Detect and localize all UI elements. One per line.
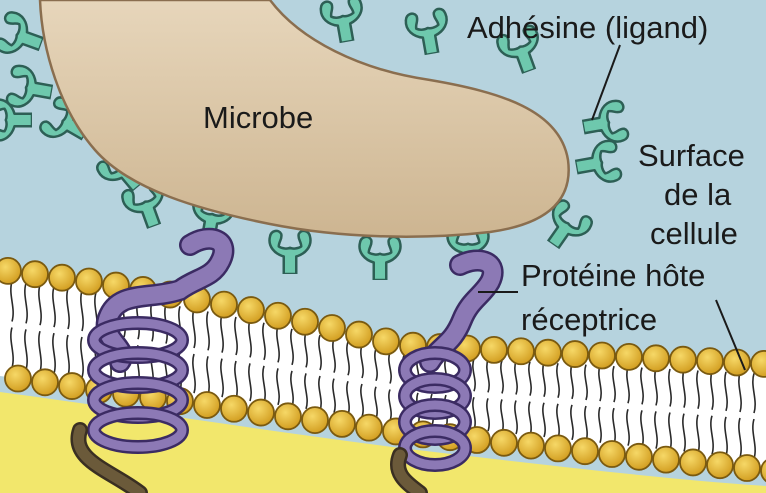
receptor-label-line1: Protéine hôte <box>521 258 705 293</box>
phospholipid-head <box>211 292 237 318</box>
phospholipid-head <box>572 438 598 464</box>
phospholipid-head <box>562 341 588 367</box>
phospholipid-head <box>670 347 696 373</box>
phospholipid-head <box>5 366 31 392</box>
phospholipid-head <box>302 407 328 433</box>
phospholipid-head <box>508 338 534 364</box>
phospholipid-head <box>0 258 21 284</box>
phospholipid-head <box>697 348 723 374</box>
phospholipid-head <box>194 392 220 418</box>
cell-surface-label-line2: de la <box>664 177 732 212</box>
phospholipid-head <box>238 297 264 323</box>
phospholipid-head <box>599 441 625 467</box>
phospholipid-head <box>49 265 75 291</box>
phospholipid-head <box>643 345 669 371</box>
adhesin-label: Adhésine (ligand) <box>467 10 708 45</box>
phospholipid-head <box>32 369 58 395</box>
phospholipid-head <box>248 400 274 426</box>
phospholipid-head <box>626 444 652 470</box>
phospholipid-head <box>221 396 247 422</box>
phospholipid-head <box>680 449 706 475</box>
phospholipid-head <box>545 435 571 461</box>
phospholipid-head <box>275 403 301 429</box>
phospholipid-head <box>356 415 382 441</box>
receptor-label-line2: réceptrice <box>521 302 657 337</box>
phospholipid-head <box>491 430 517 456</box>
phospholipid-head <box>589 342 615 368</box>
phospholipid-head <box>535 340 561 366</box>
phospholipid-head <box>346 322 372 348</box>
phospholipid-head <box>481 337 507 363</box>
phospholipid-head <box>329 411 355 437</box>
phospholipid-head <box>518 433 544 459</box>
phospholipid-head <box>616 344 642 370</box>
phospholipid-head <box>734 455 760 481</box>
phospholipid-head <box>265 303 291 329</box>
phospholipid-head <box>653 447 679 473</box>
phospholipid-head <box>724 349 750 375</box>
cell-surface-label-line3: cellule <box>650 216 738 251</box>
phospholipid-head <box>707 452 733 478</box>
phospholipid-head <box>319 315 345 341</box>
phospholipid-head <box>22 261 48 287</box>
cell-surface-label-line1: Surface <box>638 138 745 173</box>
phospholipid-head <box>76 268 102 294</box>
phospholipid-head <box>292 309 318 335</box>
microbe-label: Microbe <box>203 100 313 135</box>
phospholipid-head <box>373 328 399 354</box>
phospholipid-head <box>59 373 85 399</box>
